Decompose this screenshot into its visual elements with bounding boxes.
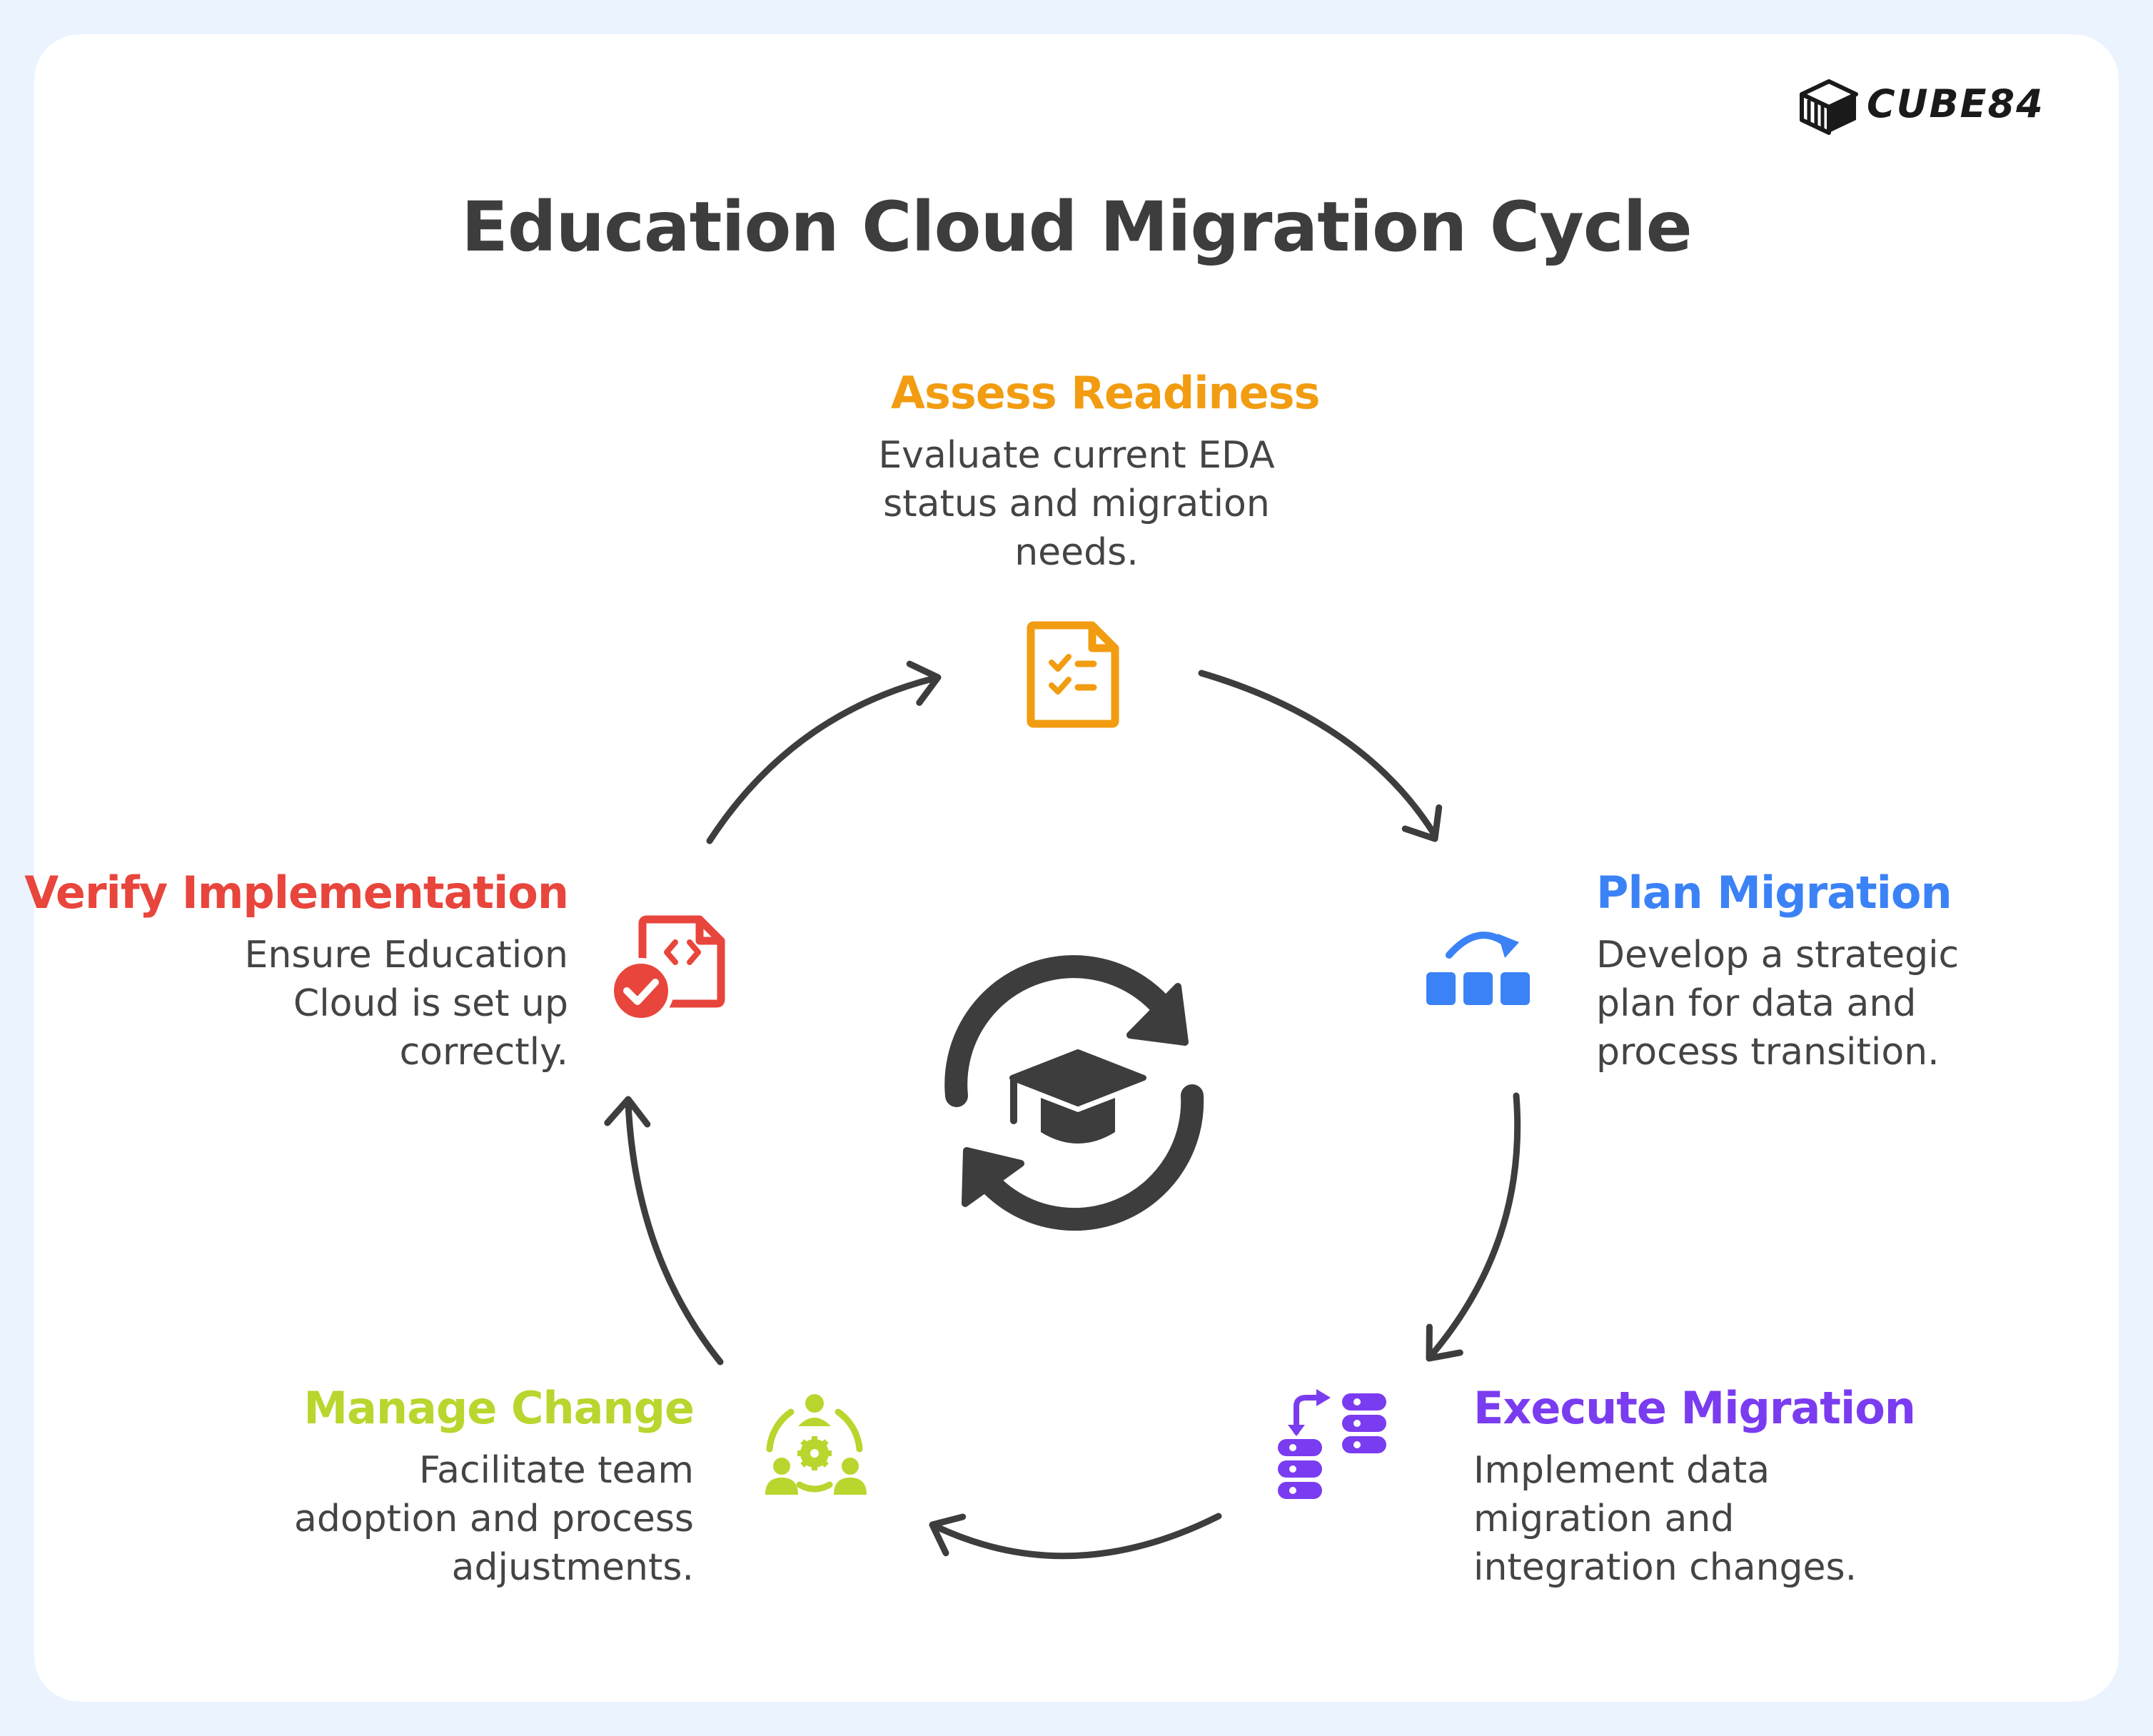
step-title-verify: Verify Implementation — [24, 867, 569, 919]
code-check-document-icon — [608, 915, 725, 1024]
step-title-manage-text: Manage Change — [303, 1382, 695, 1434]
plan-blocks-icon — [1426, 932, 1530, 1005]
step-title-manage: Manage Change — [303, 1382, 695, 1434]
step-description-line: status and migration — [883, 483, 1270, 525]
checklist-document-icon — [1027, 621, 1119, 728]
step-description-assess: Evaluate current EDA status and migratio… — [791, 431, 1362, 577]
step-description-manage: Facilitate team adoption and process adj… — [194, 1446, 694, 1592]
education-cycle-icon — [944, 955, 1204, 1231]
team-gear-icon — [765, 1394, 867, 1495]
step-description-line: Facilitate team — [419, 1449, 694, 1492]
step-description-line: Cloud is set up — [293, 982, 568, 1025]
cycle-arrow-verify-to-assess — [706, 658, 943, 844]
step-description-line: Implement data — [1473, 1449, 1770, 1492]
cycle-arrow-plan-to-execute — [1414, 1092, 1521, 1371]
step-description-line: adjustments. — [451, 1546, 694, 1589]
step-title-execute: Execute Migration — [1473, 1382, 1916, 1434]
step-title-verify-text: Verify Implementation — [24, 867, 569, 919]
step-description-line: adoption and process — [293, 1498, 694, 1540]
database-transfer-icon — [1278, 1389, 1386, 1499]
step-description-execute: Implement data migration and integration… — [1473, 1446, 1987, 1592]
step-description-line: Develop a strategic — [1596, 934, 1960, 976]
cycle-arrow-execute-to-manage — [924, 1507, 1222, 1560]
step-description-line: Evaluate current EDA — [878, 434, 1275, 477]
page-title: Education Cloud Migration Cycle — [461, 187, 1692, 267]
step-description-line: Ensure Education — [244, 934, 568, 976]
card — [34, 34, 2119, 1702]
logo-text: CUBE84 — [1867, 81, 2044, 126]
step-description-line: plan for data and — [1596, 982, 1917, 1025]
step-title-assess: Assess Readiness — [891, 367, 1320, 419]
step-description-line: needs. — [1014, 531, 1139, 574]
step-description-line: process transition. — [1596, 1031, 1940, 1074]
step-description-line: integration changes. — [1473, 1546, 1857, 1589]
cycle-arrow-assess-to-plan — [1198, 670, 1452, 849]
step-description-plan: Develop a strategic plan for data and pr… — [1596, 931, 2082, 1076]
step-title-plan: Plan Migration — [1596, 867, 1952, 919]
step-description-verify: Ensure Education Cloud is set up correct… — [140, 931, 568, 1076]
logo: CUBE84 — [1799, 79, 2043, 136]
cycle-arrow-manage-to-verify — [607, 1099, 724, 1366]
cube-logo-icon — [1800, 79, 1858, 135]
step-description-line: migration and — [1473, 1498, 1735, 1540]
step-description-line: correctly. — [399, 1031, 568, 1074]
